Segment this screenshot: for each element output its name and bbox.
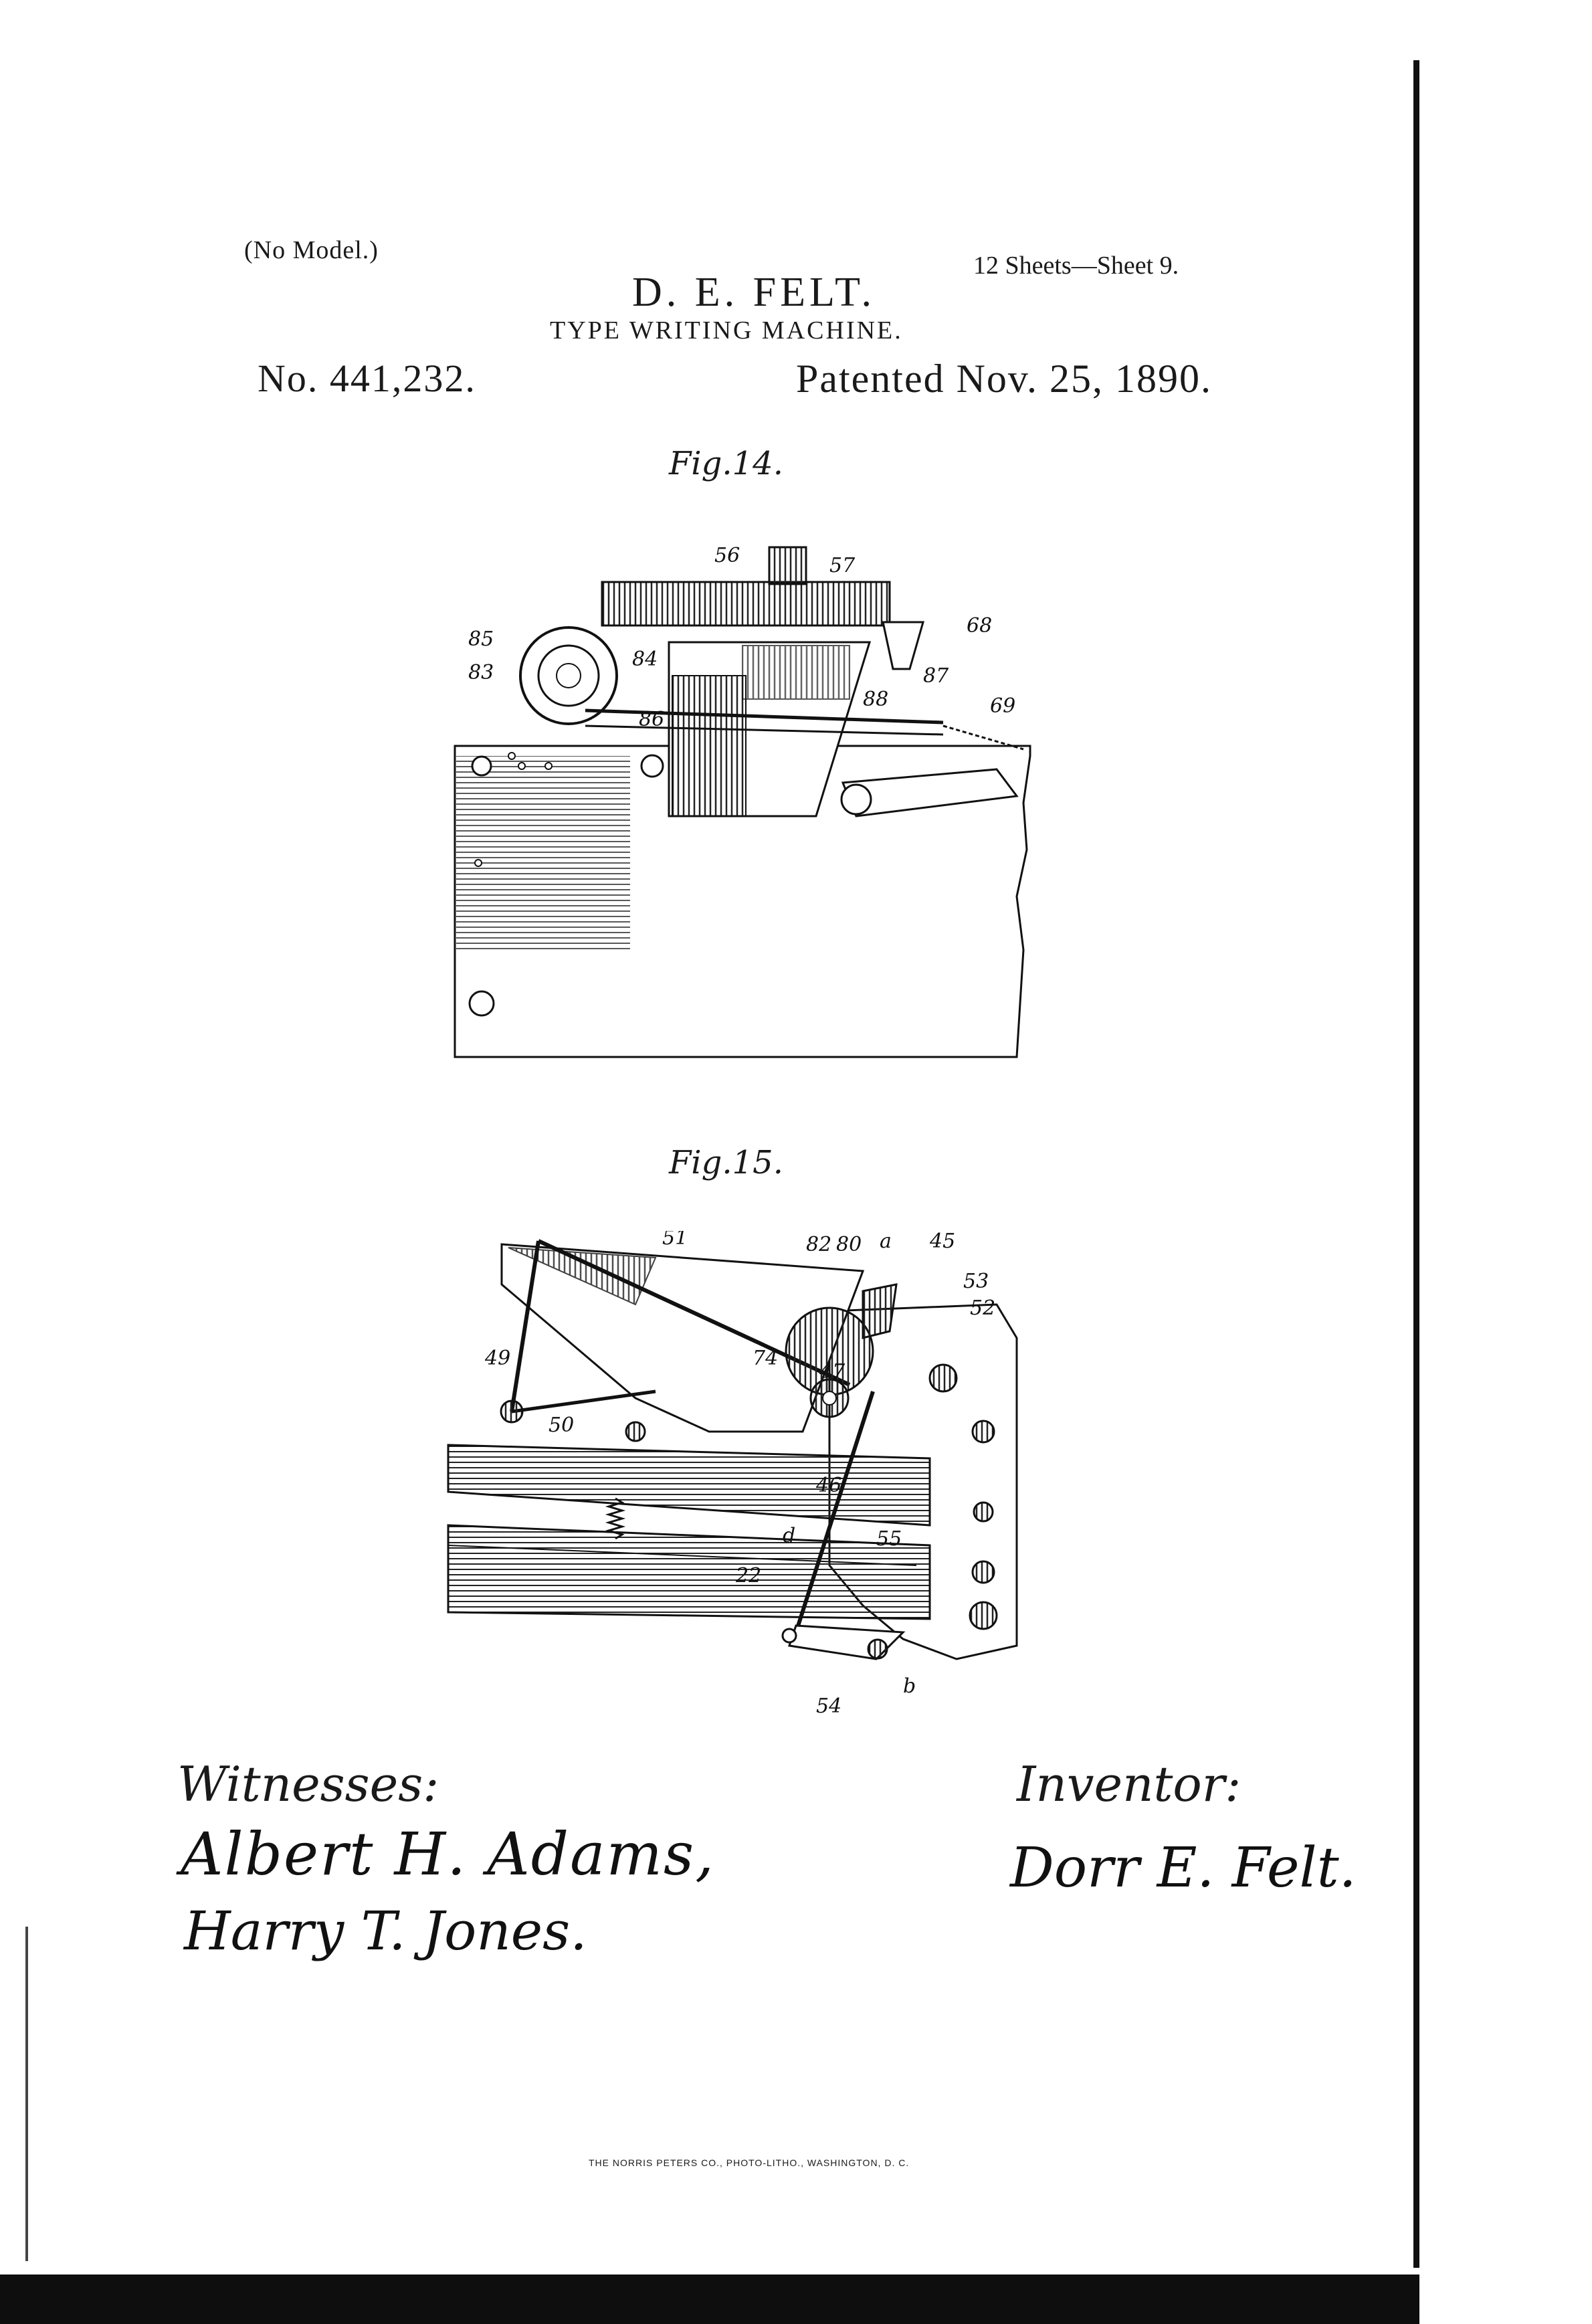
fig14-ref: 87 xyxy=(923,664,949,688)
fig14-ref: 84 xyxy=(632,648,658,671)
fig15-ref: 46 xyxy=(815,1474,841,1497)
fig14-drum xyxy=(601,546,891,627)
page-edge-left xyxy=(25,1927,28,2261)
fig15-ref: 50 xyxy=(549,1414,574,1437)
fig14-base-plate xyxy=(454,745,1031,1058)
no-model-label: (No Model.) xyxy=(244,236,379,264)
page-edge-bottom xyxy=(0,2274,1419,2324)
page-edge-right xyxy=(1413,60,1419,2268)
fig15-ref: d xyxy=(783,1524,795,1547)
fig15-drawing: 51 82 80 a 45 53 52 74 47 49 50 46 55 d … xyxy=(447,1231,1018,1718)
fig15-ref: b xyxy=(903,1674,916,1698)
fig15-ref: 53 xyxy=(963,1270,989,1293)
fig14-ref: 57 xyxy=(829,554,856,577)
fig15-ref: a xyxy=(880,1231,892,1253)
fig14-ref: 86 xyxy=(639,708,664,731)
fig15-label: Fig.15. xyxy=(669,1144,783,1181)
printer-credit: THE NORRIS PETERS CO., PHOTO-LITHO., WAS… xyxy=(589,2157,910,2168)
fig15-ref: 49 xyxy=(484,1347,510,1370)
fig15-ref: 82 xyxy=(806,1233,831,1256)
fig14-wheel xyxy=(519,626,618,725)
patent-number: No. 441,232. xyxy=(258,357,476,400)
fig15-ref: 52 xyxy=(970,1296,995,1320)
fig14-ref: 83 xyxy=(468,661,494,684)
fig14-drawing: 56 57 68 85 84 83 87 88 69 86 xyxy=(454,544,1031,1058)
fig15-ref: 47 xyxy=(819,1360,845,1383)
witnesses-label: Witnesses: xyxy=(177,1756,439,1812)
fig15-ref: 22 xyxy=(735,1564,761,1587)
fig14-lever xyxy=(585,621,1024,817)
fig14-bracket xyxy=(668,641,872,817)
fig14-ref: 69 xyxy=(990,694,1015,718)
fig15-type-wheel xyxy=(500,1283,898,1442)
fig14-ref: 85 xyxy=(468,627,494,651)
fig15-reference-numerals: 51 82 80 a 45 53 52 74 47 49 50 46 55 d … xyxy=(484,1231,995,1718)
fig14-reference-numerals: 56 57 68 85 84 83 87 88 69 86 xyxy=(468,544,1015,731)
witness-signature-2: Harry T. Jones. xyxy=(184,1900,587,1962)
fig14-ref: 88 xyxy=(863,688,888,711)
fig15-ref: 80 xyxy=(836,1233,862,1256)
fig14-ref: 56 xyxy=(714,544,740,567)
fig15-spring xyxy=(605,1497,626,1540)
inventor-signature: Dorr E. Felt. xyxy=(1010,1836,1357,1900)
witness-signature-1: Albert H. Adams, xyxy=(181,1820,716,1889)
fig15-ref: 74 xyxy=(753,1347,778,1370)
patented-date: Patented Nov. 25, 1890. xyxy=(796,357,1213,401)
fig15-ref: 45 xyxy=(929,1231,955,1253)
fig15-upper-frame xyxy=(500,1243,865,1433)
fig15-ref: 51 xyxy=(662,1231,688,1250)
inventor-label: Inventor: xyxy=(1017,1756,1241,1812)
fig14-label: Fig.14. xyxy=(669,445,783,482)
fig15-ref: 54 xyxy=(816,1694,841,1718)
inventor-name: D. E. FELT. xyxy=(632,270,876,315)
patent-title: TYPE WRITING MACHINE. xyxy=(550,316,903,345)
sheet-count: 12 Sheets—Sheet 9. xyxy=(973,252,1179,280)
fig15-ref: 55 xyxy=(876,1527,902,1551)
fig14-ref: 68 xyxy=(967,614,992,638)
